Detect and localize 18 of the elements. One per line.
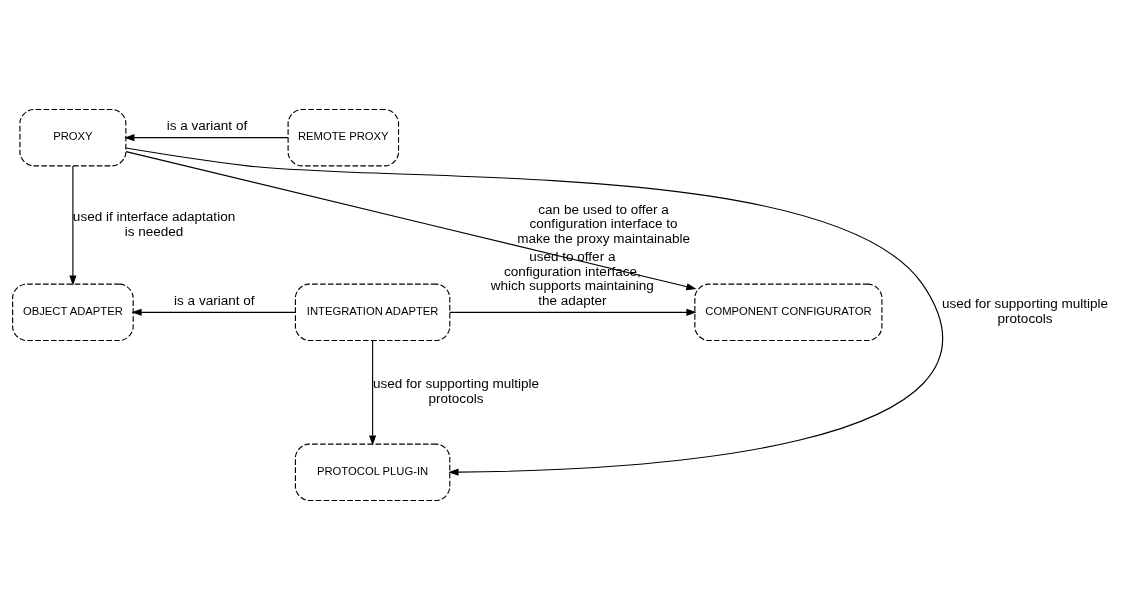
edge-label: is a variant of bbox=[174, 293, 255, 309]
arrow bbox=[125, 151, 697, 291]
edge-label: used for supporting multiple protocols bbox=[941, 296, 1109, 327]
node-box: OBJECT ADAPTER bbox=[12, 283, 134, 342]
node-box: PROTOCOL PLUG-IN bbox=[294, 443, 451, 502]
arrow bbox=[124, 134, 289, 142]
edge-label: is a variant of bbox=[166, 118, 248, 134]
edge-label: used if interface adaptation is needed bbox=[72, 209, 236, 239]
arrow bbox=[125, 147, 942, 476]
node-box: PROXY bbox=[19, 108, 127, 167]
arrow bbox=[369, 340, 377, 446]
node-box: REMOTE PROXY bbox=[287, 108, 400, 167]
node-box: COMPONENT CONFIGURATOR bbox=[694, 283, 883, 342]
arrow bbox=[69, 165, 77, 286]
arrow bbox=[449, 308, 697, 316]
arrow bbox=[131, 308, 296, 316]
node-box: INTEGRATION ADAPTER bbox=[294, 283, 451, 342]
edge-label: used for supporting multiple protocols bbox=[372, 376, 540, 407]
